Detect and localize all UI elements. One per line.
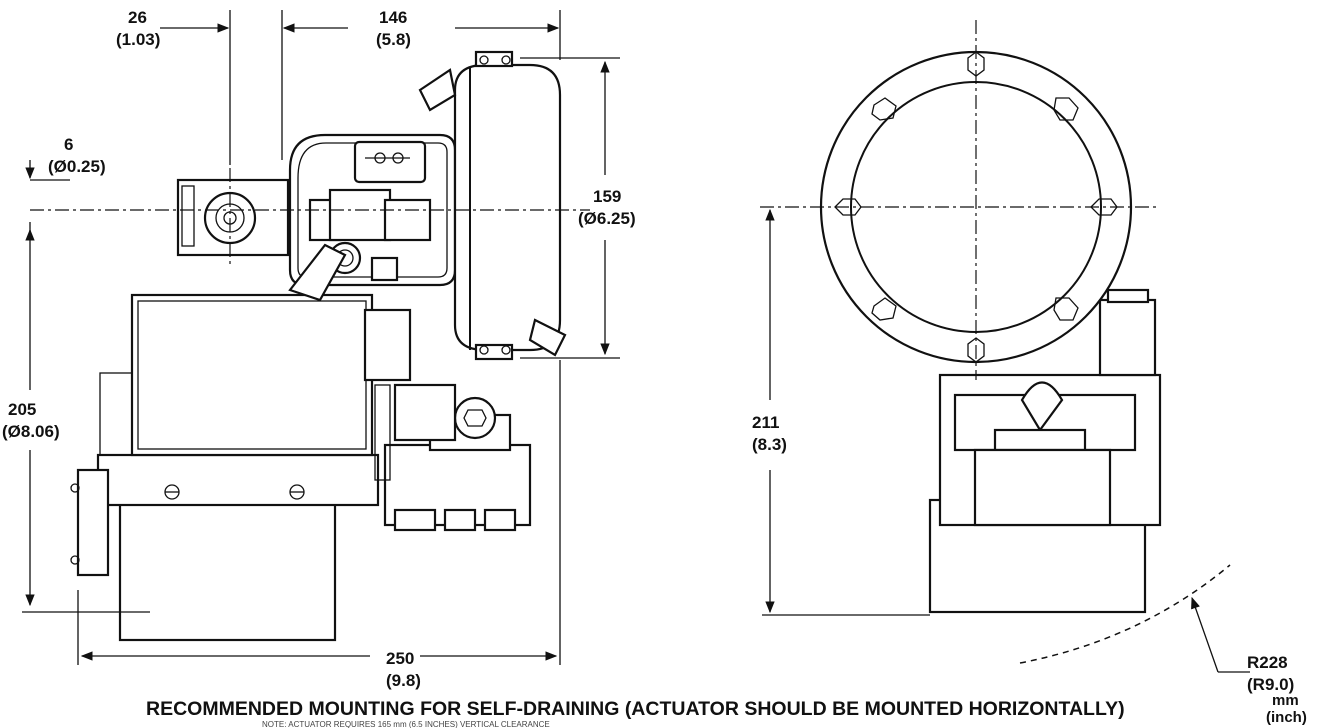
side-view-dimensions: [22, 10, 620, 665]
front-view-dimensions: [762, 208, 1250, 673]
dim-250-in: (9.8): [386, 671, 421, 690]
actuator-lower-housing: [118, 498, 337, 642]
dim-211-mm: 211: [752, 413, 779, 432]
dim-146-mm: 146: [379, 8, 407, 27]
dim-r228-mm: R228: [1247, 653, 1288, 672]
mounting-plate: [76, 468, 110, 577]
dim-205-in: (Ø8.06): [2, 422, 60, 441]
dim-205-mm: 205: [8, 400, 36, 419]
dim-250-mm: 250: [386, 649, 414, 668]
dim-26-in: (1.03): [116, 30, 160, 49]
clearance-note: NOTE: ACTUATOR REQUIRES 165 mm (6.5 INCH…: [262, 720, 550, 728]
dim-211-in: (8.3): [752, 435, 787, 454]
dim-159-mm: 159: [593, 187, 621, 206]
front-view: [760, 20, 1162, 614]
dim-26-mm: 26: [128, 8, 147, 27]
dim-r228-in: (R9.0): [1247, 675, 1294, 694]
drawing-caption: RECOMMENDED MOUNTING FOR SELF-DRAINING (…: [146, 698, 1125, 720]
side-view: [30, 50, 590, 642]
units-primary: mm: [1272, 692, 1299, 709]
dim-6-in: (Ø0.25): [48, 157, 106, 176]
units-secondary: (inch): [1266, 709, 1307, 726]
dim-159-in: (Ø6.25): [578, 209, 636, 228]
diaphragm-casing: [453, 63, 562, 352]
electronics-housing: [130, 293, 374, 457]
dim-6-mm: 6: [64, 135, 73, 154]
dim-146-in: (5.8): [376, 30, 411, 49]
